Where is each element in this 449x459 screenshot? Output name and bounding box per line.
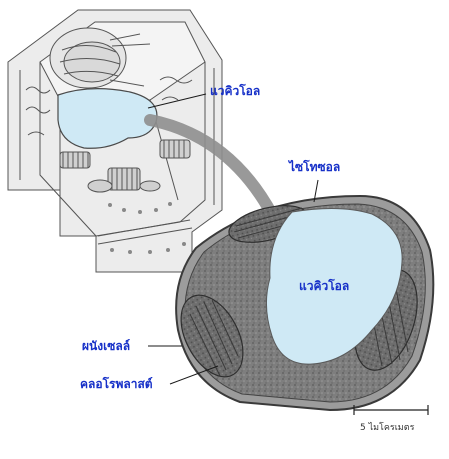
label-chloroplast: คลอโรพลาสต์ bbox=[80, 377, 153, 391]
leader-lines bbox=[147, 93, 319, 385]
label-vacuole-top: แวคิวโอล bbox=[210, 84, 261, 98]
leader-chloroplast bbox=[169, 365, 219, 385]
scale-bar bbox=[353, 405, 429, 415]
label-cell-wall: ผนังเซลล์ bbox=[82, 339, 131, 353]
label-vacuole-center: แวคิวโอล bbox=[299, 279, 350, 293]
vacuole-illustration bbox=[57, 88, 158, 149]
label-cytosol: ไซโทซอล bbox=[289, 160, 341, 174]
vacuole-micrograph bbox=[266, 207, 403, 365]
leader-vacuole-top bbox=[147, 93, 207, 109]
cell-micrograph bbox=[175, 194, 435, 412]
plant-cell-illustration bbox=[7, 9, 223, 273]
scale-bar-label: 5 ไมโครเมตร bbox=[360, 423, 415, 433]
leader-cytosol bbox=[313, 179, 319, 203]
